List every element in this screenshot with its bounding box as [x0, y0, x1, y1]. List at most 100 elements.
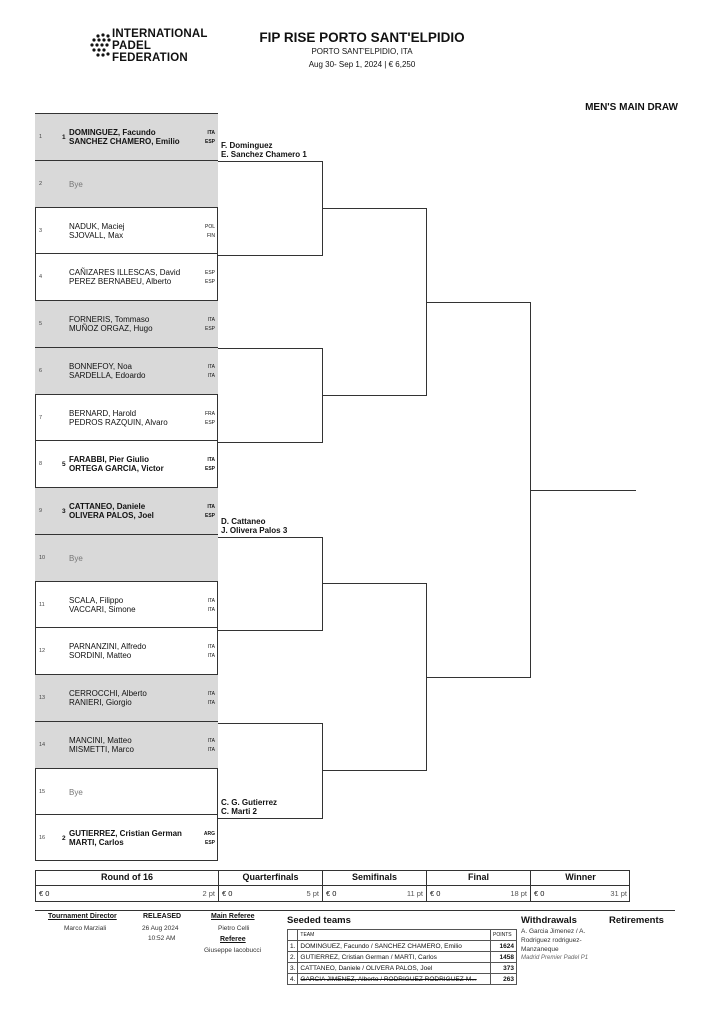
player-1-name: FARABBI, Pier Giulio	[69, 455, 150, 465]
player-2-name: SARDELLA, Edoardo	[69, 370, 146, 380]
seed-number: 5	[62, 461, 66, 469]
retirements-title: Retirements	[609, 915, 664, 926]
tournament-director-label: Tournament Director	[48, 913, 117, 920]
round-r16: Round of 16 € 0 2 pt	[35, 870, 218, 902]
slot-number: 16	[39, 835, 46, 842]
seed-team: GUTIERREZ, Cristian German / MARTI, Carl…	[297, 951, 491, 963]
bracket-line	[322, 395, 426, 396]
bracket-line	[530, 490, 636, 491]
player-1-nation: ARG	[203, 831, 215, 838]
bracket-line	[322, 537, 323, 631]
player-1-nation: ITA	[207, 504, 215, 510]
player-1-name: Bye	[69, 787, 83, 797]
slot-number: 11	[39, 601, 45, 608]
advance-r16-5: D. Cattaneo J. Olivera Palos 3	[221, 517, 287, 535]
referee-name: Giuseppe Iacobucci	[204, 947, 262, 954]
round-points: 18 pt	[510, 889, 527, 898]
player-1-nation: ITA	[207, 691, 215, 697]
player-2-nation: ESP	[204, 513, 215, 519]
player-1-nation: ITA	[207, 317, 215, 323]
player-1-nation: ITA	[207, 597, 215, 604]
advance-r16-1: F. Dominguez E. Sanchez Chamero 1	[221, 141, 307, 159]
slot-number: 2	[39, 180, 43, 187]
player-2-nation: ITA	[207, 653, 215, 660]
fip-logo-icon	[90, 33, 111, 57]
table-row: 1. DOMINGUEZ, Facundo / SANCHEZ CHAMERO,…	[286, 940, 517, 952]
slot-number: 4	[39, 274, 43, 281]
round-name: Winner	[565, 872, 596, 882]
slot-number: 6	[39, 367, 43, 374]
player-1-name: PARNANZINI, Alfredo	[69, 642, 147, 652]
round-prize: € 0	[430, 889, 441, 898]
round-name: Round of 16	[101, 872, 153, 882]
player-2-name: SJOVALL, Max	[69, 230, 124, 240]
table-row: 4. GARCIA JIMENEZ, Alberto / RODRIGUEZ R…	[286, 973, 517, 985]
round-final: Final € 0 18 pt	[426, 870, 530, 902]
bracket-line	[322, 723, 323, 819]
bracket-line	[322, 208, 426, 209]
draw-slots	[35, 113, 218, 861]
bracket-line	[218, 723, 322, 724]
advance-line: D. Cattaneo	[221, 517, 266, 526]
slot-number: 15	[39, 788, 46, 795]
referee-label: Referee	[220, 936, 246, 943]
draw-slot: 2 Bye	[35, 160, 218, 208]
player-1-name: Bye	[69, 179, 83, 189]
slot-number: 3	[39, 227, 43, 234]
logo-line: INTERNATIONAL	[112, 28, 208, 40]
player-2-name: PEDROS RAZQUIN, Alvaro	[69, 417, 168, 427]
player-2-nation: ESP	[204, 139, 215, 145]
player-2-name: ORTEGA GARCIA, Victor	[69, 464, 164, 474]
withdrawals-text: A. Garcia Jimenez / A. Rodriguez rodrigu…	[521, 928, 586, 953]
logo-line: PADEL	[112, 40, 152, 52]
seeded-teams-title: Seeded teams	[287, 915, 351, 926]
bracket-line	[218, 255, 322, 256]
round-points: 31 pt	[610, 889, 627, 898]
player-1-name: NADUK, Maciej	[69, 221, 125, 231]
player-2-nation: ITA	[207, 746, 215, 753]
round-prize: € 0	[39, 889, 50, 898]
main-referee-label: Main Referee	[211, 913, 255, 920]
advance-line: E. Sanchez Chamero 1	[221, 150, 307, 159]
player-2-name: SANCHEZ CHAMERO, Emilio	[69, 137, 180, 146]
withdrawals-title: Withdrawals	[521, 915, 577, 926]
draw-name: MEN'S MAIN DRAW	[585, 102, 678, 113]
released-time: 10:52 AM	[148, 935, 176, 942]
player-2-nation: ESP	[204, 840, 215, 847]
round-points: 11 pt	[406, 889, 423, 898]
round-name: Quarterfinals	[242, 872, 299, 882]
seed-index: 3.	[286, 962, 299, 974]
advance-line: C. Marti 2	[221, 807, 258, 816]
round-winner: Winner € 0 31 pt	[530, 870, 630, 902]
advance-line: F. Dominguez	[221, 141, 273, 150]
player-1-nation: ESP	[204, 270, 215, 277]
table-header-row: TEAM POINTS	[286, 929, 517, 941]
seed-index: 4.	[286, 973, 299, 985]
table-row: 3. CATTANEO, Daniele / OLIVERA PALOS, Jo…	[286, 962, 517, 974]
advance-line: J. Olivera Palos 3	[221, 526, 288, 535]
round-qf: Quarterfinals € 0 5 pt	[218, 870, 322, 902]
advance-line: C. G. Gutierrez	[221, 798, 278, 807]
bracket-line	[218, 537, 322, 538]
seed-index: 2.	[286, 951, 299, 963]
player-2-name: PEREZ BERNABEU, Alberto	[69, 277, 172, 287]
round-prize: € 0	[534, 889, 545, 898]
player-2-nation: ITA	[207, 700, 215, 706]
slot-number: 13	[39, 695, 46, 701]
slot-number: 10	[39, 554, 46, 561]
tournament-title: FIP RISE PORTO SANT'ELPIDIO	[259, 30, 465, 45]
advance-r16-8: C. G. Gutierrez C. Marti 2	[221, 798, 277, 816]
player-1-nation: ITA	[207, 363, 215, 370]
player-1-name: CATTANEO, Daniele	[69, 502, 146, 511]
tournament-dates: Aug 30- Sep 1, 2024 | € 6,250	[308, 60, 416, 69]
